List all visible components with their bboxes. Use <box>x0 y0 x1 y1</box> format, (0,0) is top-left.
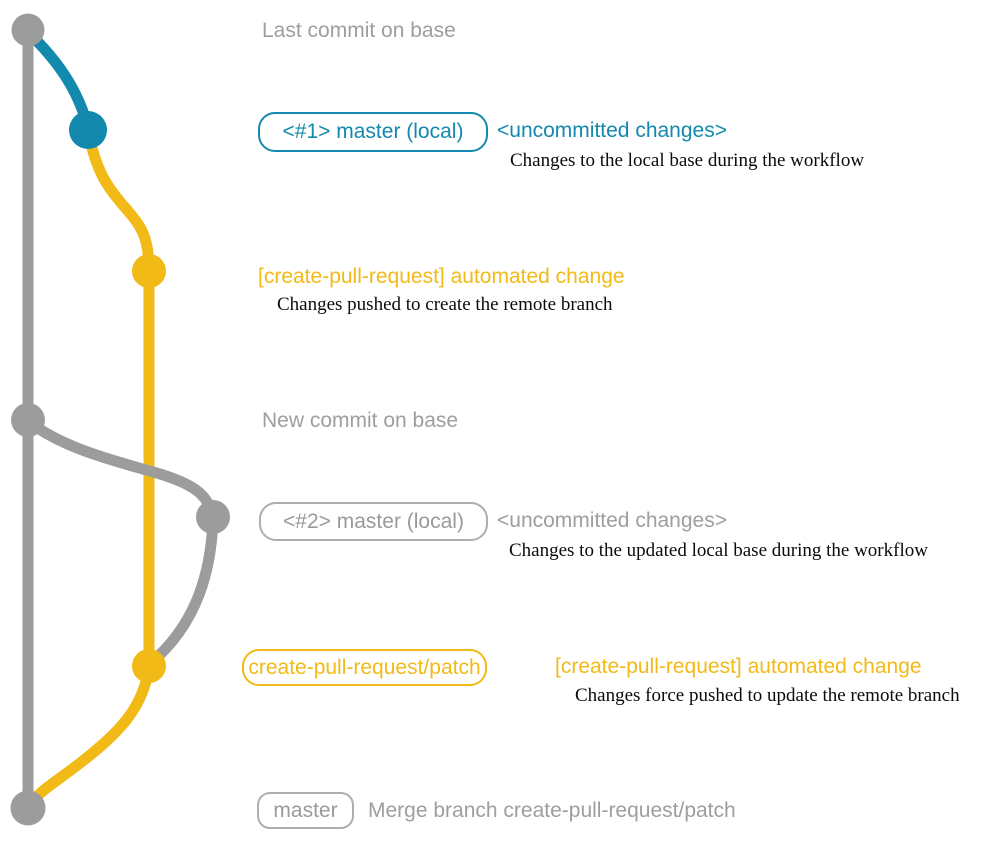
branch-badge-master-local-1: <#1> master (local) <box>258 112 488 152</box>
uncommitted-changes-heading-2: <uncommitted changes> <box>497 509 727 532</box>
merge-branch-label: Merge branch create-pull-request/patch <box>368 799 736 822</box>
patch-branch-merge-curve <box>23 660 155 812</box>
branch-badge-patch: create-pull-request/patch <box>242 649 487 686</box>
patch-branch-curve-1 <box>82 126 155 276</box>
commit-dot-base-new <box>11 403 45 437</box>
automated-change-heading-1: [create-pull-request] automated change <box>258 265 625 288</box>
automated-change-desc-1: Changes pushed to create the remote bran… <box>277 294 613 315</box>
last-commit-label: Last commit on base <box>262 19 456 42</box>
branch-badge-master: master <box>257 792 354 829</box>
automated-change-desc-2: Changes force pushed to update the remot… <box>575 685 960 706</box>
commit-dot-remote-1 <box>132 254 166 288</box>
commit-dot-base-tip <box>11 13 45 47</box>
rebase-curve-out <box>22 415 219 522</box>
new-commit-label: New commit on base <box>262 409 459 432</box>
commit-dot-local-2 <box>196 500 230 534</box>
uncommitted-changes-desc-1: Changes to the local base during the wor… <box>510 150 865 171</box>
rebase-curve-in <box>146 514 219 668</box>
branch-badge-master-local-2: <#2> master (local) <box>259 502 488 541</box>
branch-badge-label: master <box>273 798 338 822</box>
uncommitted-changes-desc-2: Changes to the updated local base during… <box>509 540 928 561</box>
automated-change-heading-2: [create-pull-request] automated change <box>555 655 922 678</box>
commit-dot-local-1 <box>69 111 107 149</box>
branch-badge-label: <#1> master (local) <box>282 120 464 143</box>
branch-badge-label: <#2> master (local) <box>283 509 464 533</box>
commit-dot-merge <box>10 790 46 826</box>
uncommitted-changes-heading-1: <uncommitted changes> <box>497 119 727 142</box>
branch-badge-label: create-pull-request/patch <box>248 655 481 679</box>
commit-dot-remote-2 <box>132 649 166 683</box>
